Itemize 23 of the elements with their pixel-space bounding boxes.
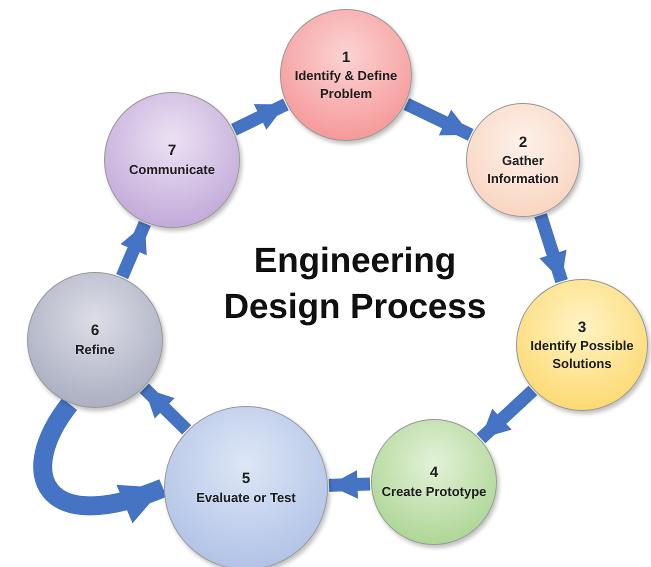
block-arrow xyxy=(328,470,370,499)
block-arrow xyxy=(33,398,166,522)
step-label: Evaluate or Test xyxy=(195,488,297,507)
step-label: Create Prototype xyxy=(380,482,488,501)
step-number: 3 xyxy=(578,318,586,338)
step-number: 7 xyxy=(168,141,176,161)
step-label: Identify Possible Solutions xyxy=(529,337,635,372)
step-number: 1 xyxy=(342,48,350,68)
step-label: Communicate xyxy=(128,160,216,179)
block-arrow xyxy=(140,384,192,435)
step-label: Refine xyxy=(74,340,116,359)
step-number: 2 xyxy=(518,132,528,152)
block-arrow xyxy=(404,98,474,141)
block-arrow xyxy=(116,220,151,280)
step-label: Gather Information xyxy=(486,152,560,188)
block-arrow xyxy=(476,386,538,444)
step-number: 5 xyxy=(242,469,250,489)
block-arrow xyxy=(534,213,568,284)
step-number: 4 xyxy=(430,463,438,483)
title: Engineering Design Process xyxy=(222,240,488,328)
block-arrow xyxy=(231,98,289,136)
step-label: Identify & Define Problem xyxy=(294,67,398,102)
step-number: 6 xyxy=(90,321,100,341)
